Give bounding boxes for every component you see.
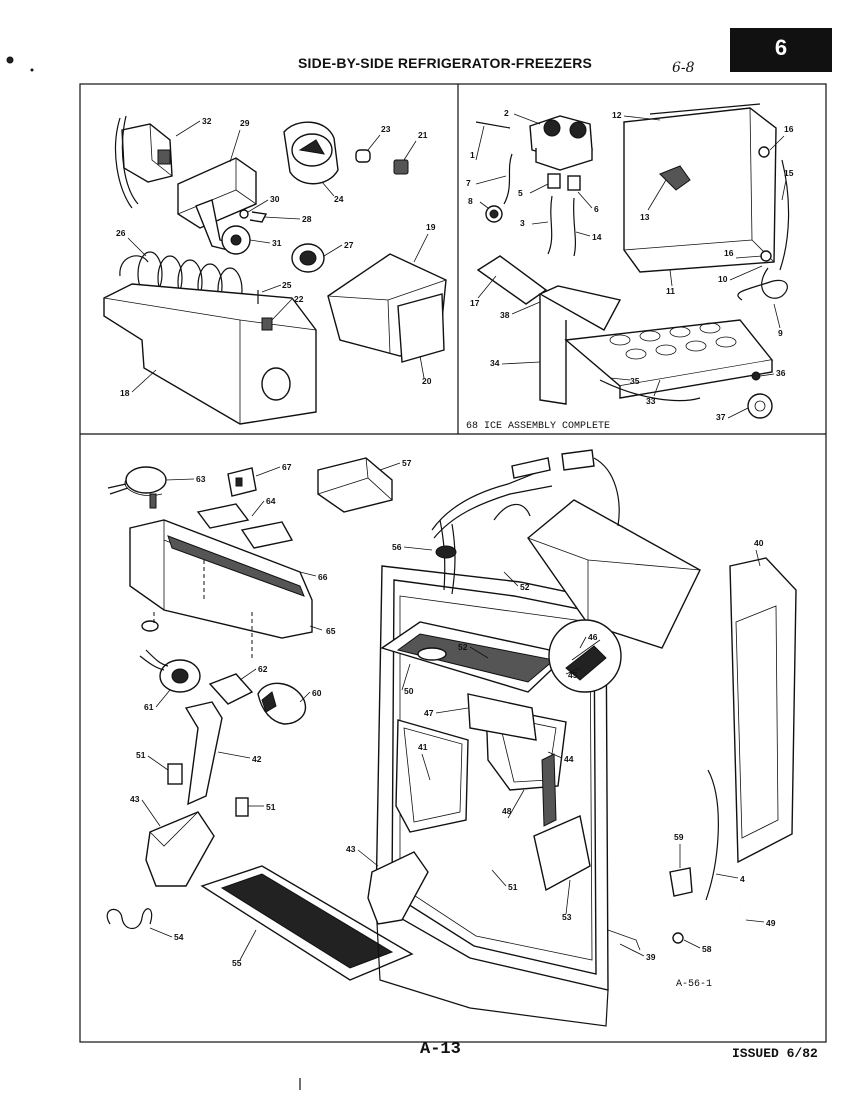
callout-label: 28 <box>302 214 312 224</box>
callout-label: 56 <box>392 542 402 552</box>
callout-label: 67 <box>282 462 292 472</box>
callout-label: 51 <box>508 882 518 892</box>
leader-lines <box>141 462 765 961</box>
diagram-border <box>79 83 827 1043</box>
callout-label: 10 <box>718 274 728 284</box>
callout-label: 26 <box>116 228 126 238</box>
icemaker-mechanism-illustration <box>103 115 447 425</box>
callout-label: 21 <box>418 130 428 140</box>
leader-lines <box>127 120 429 393</box>
callout-label: 34 <box>490 358 500 368</box>
handwritten-note: 6-8 <box>672 60 695 76</box>
callout-label: 17 <box>470 298 480 308</box>
callout-label: 32 <box>202 116 212 126</box>
figure-code: A-56-1 <box>676 979 712 990</box>
leader-lines <box>475 113 787 419</box>
callout-label: 15 <box>784 168 794 178</box>
callout-label: 19 <box>426 222 436 232</box>
callout-label: 46 <box>588 632 598 642</box>
callout-label: 23 <box>381 124 391 134</box>
callout-label: 38 <box>500 310 510 320</box>
callout-label: 20 <box>422 376 432 386</box>
ice-assembly-illustration <box>475 103 790 419</box>
page-title: SIDE-BY-SIDE REFRIGERATOR-FREEZERS <box>298 55 593 71</box>
callout-label: 4 <box>740 874 745 884</box>
callout-label: 29 <box>240 118 250 128</box>
scan-mark <box>30 68 34 72</box>
callout-label: 13 <box>640 212 650 222</box>
callout-label: 53 <box>562 912 572 922</box>
callout-label: 43 <box>346 844 356 854</box>
callout-label: 52 <box>520 582 530 592</box>
callout-label: 55 <box>232 958 242 968</box>
callout-label: 49 <box>766 918 776 928</box>
dispenser-assembly-illustration <box>106 449 797 1027</box>
callout-label: 31 <box>272 238 282 248</box>
callout-label: 62 <box>258 664 268 674</box>
callout-label: 5 <box>518 188 523 198</box>
callout-label: 47 <box>424 708 434 718</box>
callout-label: 37 <box>716 412 726 422</box>
callout-label: 6 <box>594 204 599 214</box>
callout-label: 11 <box>666 286 675 296</box>
section-number-badge: 6 <box>730 28 832 72</box>
callout-label: 58 <box>702 944 712 954</box>
callout-label: 22 <box>294 294 304 304</box>
callout-label: 39 <box>646 952 656 962</box>
callout-label: 45 <box>568 670 578 680</box>
callout-label: 3 <box>520 218 525 228</box>
callout-label: 33 <box>646 396 656 406</box>
callout-label: 14 <box>592 232 602 242</box>
callout-label: 59 <box>674 832 684 842</box>
callout-label: 1 <box>470 150 475 160</box>
callout-label: 51 <box>266 802 276 812</box>
callout-label: 12 <box>612 110 622 120</box>
callout-label: 66 <box>318 572 328 582</box>
callout-label: 7 <box>466 178 471 188</box>
callout-label: 36 <box>776 368 786 378</box>
ice-assembly-caption: 68 ICE ASSEMBLY COMPLETE <box>466 421 610 432</box>
scan-mark <box>6 56 14 64</box>
callout-label: 9 <box>778 328 783 338</box>
callout-label: 2 <box>504 108 509 118</box>
callout-label: 52 <box>458 642 468 652</box>
callout-label: 16 <box>784 124 794 134</box>
callout-label: 41 <box>418 742 428 752</box>
callout-label: 54 <box>174 932 184 942</box>
callout-label: 27 <box>344 240 354 250</box>
callout-label: 50 <box>404 686 414 696</box>
callout-label: 64 <box>266 496 276 506</box>
callout-label: 30 <box>270 194 280 204</box>
issued-date: ISSUED 6/82 <box>732 1046 818 1061</box>
callout-label: 57 <box>402 458 412 468</box>
callout-label: 65 <box>326 626 336 636</box>
callout-label: 60 <box>312 688 322 698</box>
callout-label: 44 <box>564 754 574 764</box>
callout-label: 42 <box>252 754 262 764</box>
callout-label: 25 <box>282 280 292 290</box>
callout-label: 35 <box>630 376 640 386</box>
callout-label: 16 <box>724 248 734 258</box>
callout-label: 8 <box>468 196 473 206</box>
callout-label: 48 <box>502 806 512 816</box>
callout-label: 51 <box>136 750 146 760</box>
callout-label: 61 <box>144 702 154 712</box>
callout-label: 18 <box>120 388 130 398</box>
callout-label: 40 <box>754 538 764 548</box>
callout-label: 43 <box>130 794 140 804</box>
callout-label: 63 <box>196 474 206 484</box>
callout-label: 24 <box>334 194 344 204</box>
page-id: A-13 <box>420 1040 461 1059</box>
